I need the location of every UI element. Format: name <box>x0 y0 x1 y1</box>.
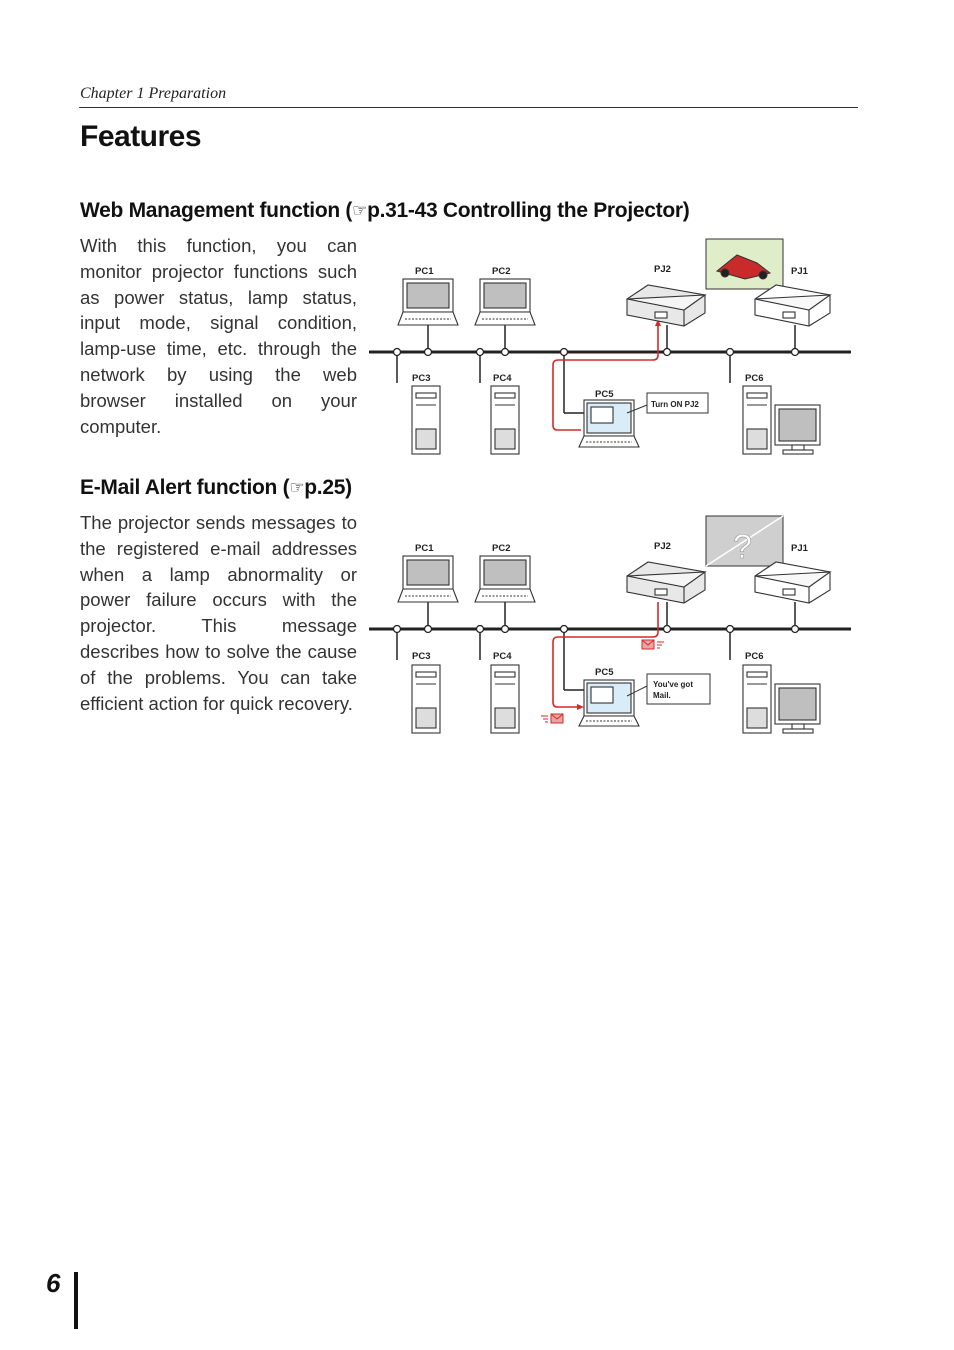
laptop-icon <box>397 555 459 603</box>
callout-line-2: Mail. <box>653 691 671 700</box>
desktop-tower-icon <box>411 385 441 455</box>
projected-image <box>705 238 784 290</box>
heading-text: Web Management function ( <box>80 199 353 222</box>
laptop-icon <box>397 278 459 326</box>
label-pc4: PC4 <box>493 651 512 662</box>
command-path <box>552 325 659 431</box>
pointing-hand-icon: ☞ <box>352 201 368 220</box>
question-mark: ? <box>733 528 752 566</box>
section-heading-web-management: Web Management function (☞p.31-43 Contro… <box>80 199 690 223</box>
label-pc5: PC5 <box>595 667 614 678</box>
desktop-tower-icon <box>411 664 441 734</box>
page-reference: p.25) <box>304 476 352 499</box>
chapter-header: Chapter 1 Preparation <box>80 85 227 102</box>
label-pc4: PC4 <box>493 373 512 384</box>
mail-callout: You've got Mail. <box>626 673 711 705</box>
label-pc6: PC6 <box>745 651 763 662</box>
callout-text: Turn ON PJ2 <box>651 400 699 409</box>
label-pj2: PJ2 <box>654 541 671 552</box>
heading-text: E-Mail Alert function ( <box>80 476 290 499</box>
question-screen: ? <box>705 515 784 567</box>
desktop-tower-icon <box>742 385 772 455</box>
envelope-icon <box>541 713 564 724</box>
web-management-network-diagram: PC1 PC2 PJ2 PJ1 PC3 PC4 PC5 PC6 <box>369 238 851 455</box>
label-pc2: PC2 <box>492 266 510 277</box>
label-pc1: PC1 <box>415 266 434 277</box>
label-pj1: PJ1 <box>791 266 809 277</box>
desktop-tower-icon <box>490 385 520 455</box>
turn-on-callout: Turn ON PJ2 <box>626 392 709 414</box>
page-reference: p.31-43 Controlling the Projector) <box>367 199 690 222</box>
laptop-icon <box>474 278 536 326</box>
projector-icon <box>626 561 707 604</box>
desktop-tower-icon <box>742 664 772 734</box>
desktop-tower-icon <box>490 664 520 734</box>
label-pc3: PC3 <box>412 373 430 384</box>
label-pc5: PC5 <box>595 389 614 400</box>
page-number-bar <box>74 1272 78 1329</box>
web-management-description: With this function, you can monitor proj… <box>80 235 357 437</box>
page-number: 6 <box>46 1268 61 1298</box>
projector-icon <box>754 284 832 327</box>
email-alert-network-diagram: PC1 PC2 PJ2 PJ1 PC3 PC4 PC5 PC6 ? <box>369 515 851 734</box>
page-title: Features <box>80 120 202 153</box>
label-pj1: PJ1 <box>791 543 809 554</box>
projector-icon <box>626 284 707 327</box>
label-pc3: PC3 <box>412 651 430 662</box>
label-pc2: PC2 <box>492 543 510 554</box>
pointing-hand-icon: ☞ <box>289 478 305 497</box>
projector-icon <box>754 561 832 604</box>
envelope-icon <box>641 639 664 650</box>
laptop-browser-icon <box>578 399 640 448</box>
callout-line-1: You've got <box>653 680 693 689</box>
label-pc6: PC6 <box>745 373 763 384</box>
monitor-icon <box>774 683 821 734</box>
email-alert-description: The projector sends messages to the regi… <box>80 512 357 714</box>
laptop-browser-icon <box>578 679 640 727</box>
header-rule <box>79 107 858 108</box>
section-heading-email-alert: E-Mail Alert function (☞p.25) <box>80 476 352 500</box>
label-pc1: PC1 <box>415 543 434 554</box>
mail-path <box>552 602 659 708</box>
label-pj2: PJ2 <box>654 264 671 275</box>
monitor-icon <box>774 404 821 455</box>
laptop-icon <box>474 555 536 603</box>
